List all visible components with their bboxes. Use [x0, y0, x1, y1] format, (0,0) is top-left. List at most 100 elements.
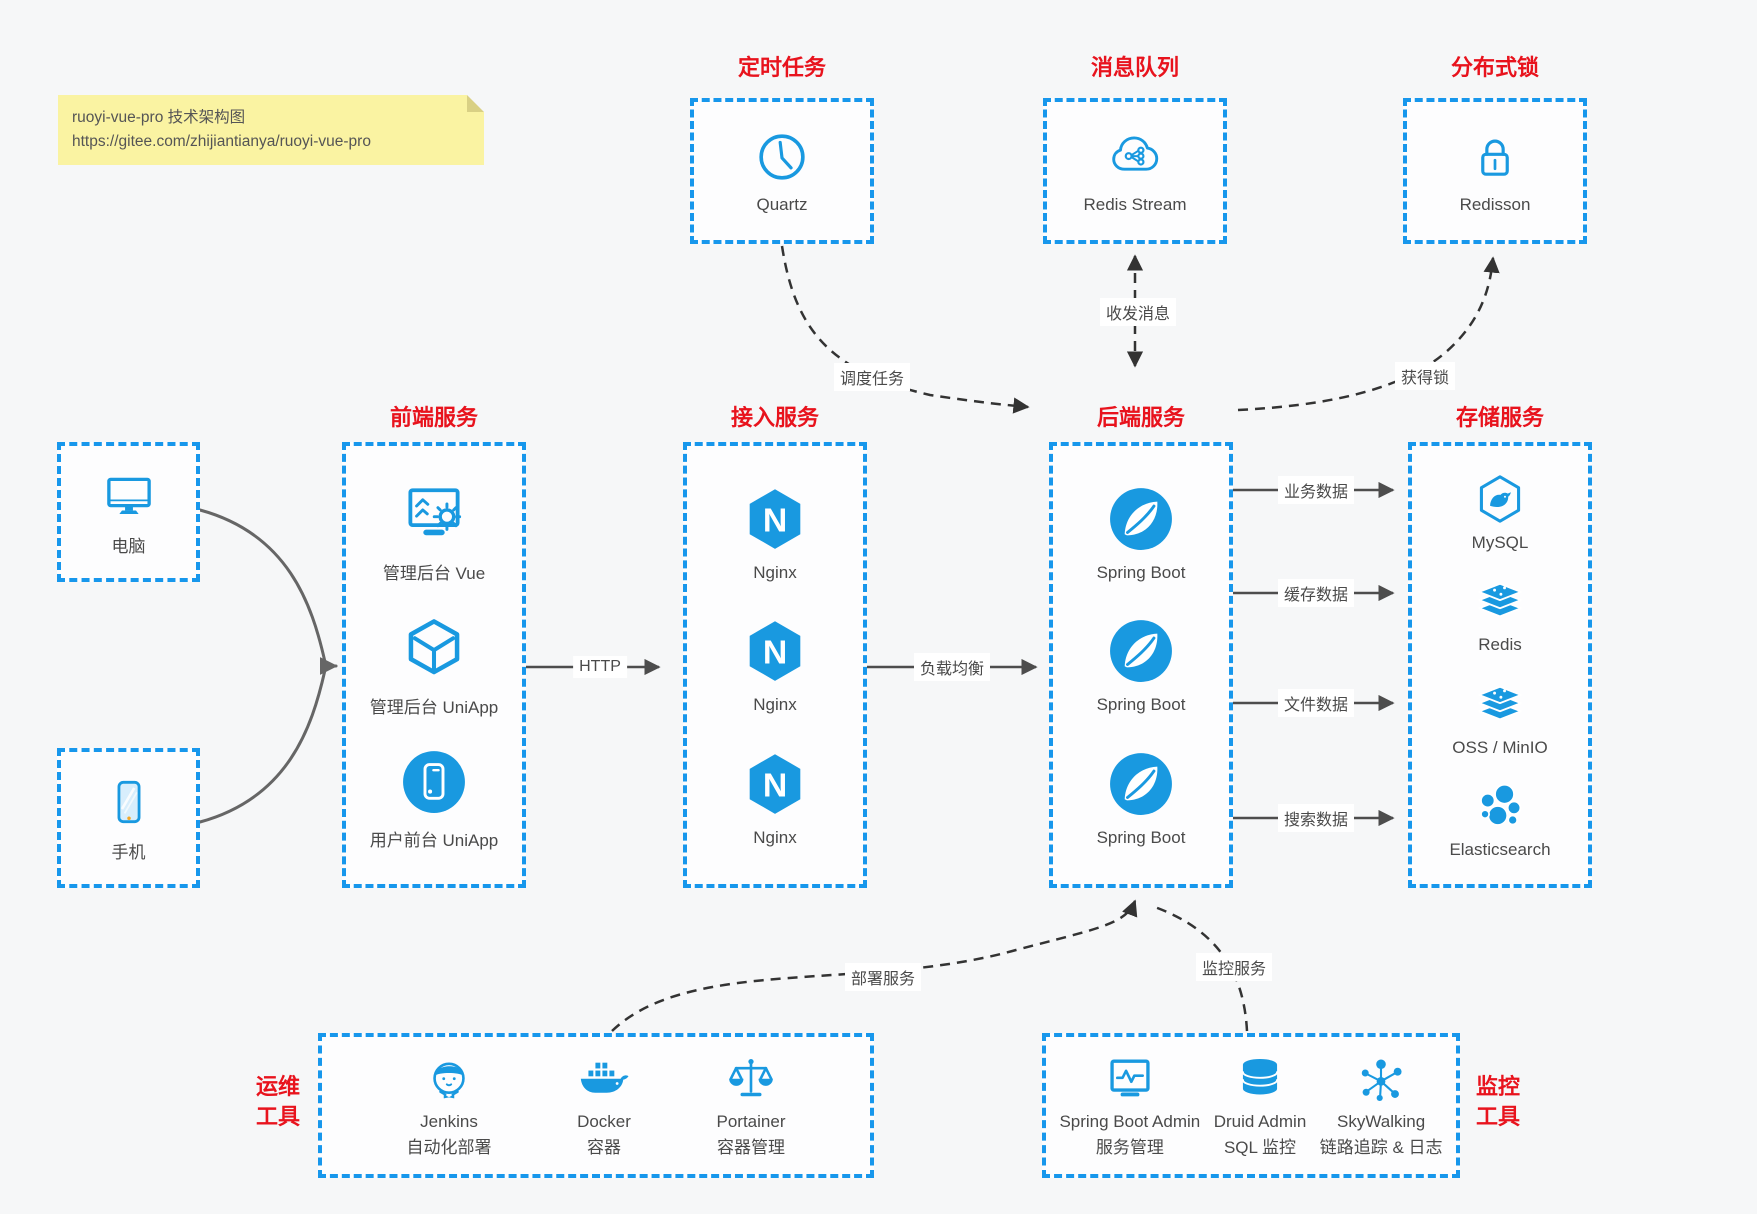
title-scheduled-tasks: 定时任务 — [737, 55, 826, 80]
node-sublabel: 服务管理 — [1095, 1137, 1164, 1157]
sticky-note: ruoyi-vue-pro 技术架构图 https://gitee.com/zh… — [58, 95, 484, 165]
node-label: Redis Stream — [1083, 194, 1187, 214]
edge-label-acquire-lock: 获得锁 — [1394, 362, 1456, 390]
nginx-node: N Nginx — [739, 615, 811, 715]
redis-stream-box: Redis Stream — [1043, 98, 1227, 244]
druid-icon — [1232, 1052, 1288, 1108]
node-label: Nginx — [753, 827, 797, 847]
note-title: ruoyi-vue-pro 技术架构图 — [72, 109, 246, 126]
node-label: Spring Boot — [1096, 562, 1186, 582]
spring-boot-admin-node: Spring Boot Admin 服务管理 — [1059, 1052, 1200, 1160]
edge-label-deploy-service: 部署服务 — [844, 963, 922, 991]
node-label: Nginx — [753, 695, 797, 714]
svg-text:N: N — [763, 766, 787, 804]
node-sublabel: 容器 — [587, 1137, 621, 1157]
node-label: Spring Boot — [1096, 827, 1186, 847]
node-label: MySQL — [1471, 532, 1529, 552]
node-sublabel: 容器管理 — [716, 1137, 785, 1157]
node-label: Druid Admin — [1213, 1111, 1307, 1131]
node-label: 管理后台 UniApp — [369, 697, 499, 717]
node-label: 用户前台 UniApp — [369, 831, 499, 851]
title-gateway-services: 接入服务 — [730, 405, 819, 430]
portainer-node: Portainer 容器管理 — [716, 1052, 786, 1160]
node-label: Portainer — [716, 1111, 786, 1131]
redis-node: Redis — [1471, 572, 1529, 655]
node-label: 电脑 — [111, 536, 146, 556]
nginx-node: N Nginx — [739, 748, 811, 848]
node-label: Elasticsearch — [1449, 840, 1551, 860]
edge-pc-to-frontend — [198, 508, 327, 664]
nginx-icon: N — [739, 615, 811, 687]
spring-boot-node: Spring Boot — [1096, 748, 1186, 848]
node-label: Jenkins — [420, 1111, 478, 1131]
phone-client-box: 手机 — [57, 748, 200, 888]
spring-boot-icon — [1105, 748, 1177, 820]
edge-label-send-receive-msg: 收发消息 — [1099, 298, 1177, 326]
skywalking-node: SkyWalking 链路追踪 & 日志 — [1320, 1052, 1443, 1160]
elasticsearch-node: Elasticsearch — [1449, 777, 1551, 860]
node-label: Redisson — [1459, 194, 1531, 214]
redis-icon — [1471, 572, 1529, 630]
backend-services-box: Spring Boot Spring Boot Spring Boot — [1049, 442, 1233, 888]
druid-node: Druid Admin SQL 监控 — [1213, 1052, 1307, 1160]
node-sublabel: 自动化部署 — [406, 1137, 492, 1157]
nginx-icon: N — [739, 483, 811, 555]
docker-node: Docker 容器 — [576, 1052, 632, 1160]
note-url: https://gitee.com/zhijiantianya/ruoyi-vu… — [72, 133, 371, 151]
edge-label-monitor-service: 监控服务 — [1195, 953, 1273, 981]
desktop-icon — [101, 468, 157, 524]
nginx-icon: N — [739, 748, 811, 820]
title-backend-services: 后端服务 — [1096, 405, 1185, 430]
node-sublabel: SQL 监控 — [1223, 1137, 1297, 1157]
redisson-box: Redisson — [1403, 98, 1587, 244]
ops-tools-label: 运维 工具 — [255, 1074, 300, 1129]
smartphone-icon — [101, 774, 157, 830]
spring-boot-node: Spring Boot — [1096, 615, 1186, 715]
edge-label-schedule-task: 调度任务 — [833, 363, 911, 391]
node-label: Nginx — [753, 562, 797, 582]
spring-boot-icon — [1105, 483, 1177, 555]
edge-phone-to-frontend — [198, 668, 327, 824]
edge-label-load-balance: 负载均衡 — [913, 653, 991, 681]
edge-label-http: HTTP — [573, 656, 627, 678]
title-frontend-services: 前端服务 — [389, 405, 478, 430]
edge-label-search-data: 搜索数据 — [1277, 804, 1355, 832]
nginx-node: N Nginx — [739, 483, 811, 583]
clock-icon — [753, 128, 811, 186]
skywalking-icon — [1353, 1052, 1409, 1108]
monitor-tools-label: 监控 工具 — [1475, 1074, 1520, 1129]
mysql-node: MySQL — [1471, 470, 1529, 553]
node-label: Spring Boot — [1096, 695, 1186, 714]
ops-tools-box: Jenkins 自动化部署 Docker 容器 — [318, 1033, 874, 1178]
node-label: 管理后台 Vue — [382, 563, 486, 583]
jenkins-icon — [421, 1052, 477, 1108]
jenkins-node: Jenkins 自动化部署 — [407, 1052, 492, 1160]
spring-boot-node: Spring Boot — [1096, 483, 1186, 583]
cloud-stream-icon — [1106, 128, 1164, 186]
spring-boot-icon — [1105, 615, 1177, 687]
svg-text:N: N — [763, 633, 787, 671]
user-uniapp-node: 用户前台 UniApp — [370, 746, 498, 851]
title-storage-services: 存储服务 — [1455, 405, 1544, 430]
lock-icon — [1466, 128, 1524, 186]
spring-boot-admin-icon — [1102, 1052, 1158, 1108]
pc-client-box: 电脑 — [57, 442, 200, 582]
docker-icon — [576, 1052, 632, 1108]
svg-text:N: N — [763, 501, 787, 539]
admin-vue-node: 管理后台 Vue — [383, 479, 485, 584]
node-label: Docker — [577, 1111, 631, 1131]
node-label: Quartz — [756, 194, 808, 214]
quartz-box: Quartz — [690, 98, 874, 244]
object-storage-node: OSS / MinIO — [1452, 675, 1548, 758]
node-sublabel: 链路追踪 & 日志 — [1319, 1137, 1443, 1157]
node-label: SkyWalking — [1337, 1111, 1426, 1131]
gateway-services-box: N Nginx N Nginx N Nginx — [683, 442, 867, 888]
monitor-tools-box: Spring Boot Admin 服务管理 Druid Admin SQL 监… — [1042, 1033, 1460, 1178]
node-label: Spring Boot Admin — [1059, 1111, 1201, 1131]
node-label: Redis — [1478, 635, 1522, 655]
edge-label-file-data: 文件数据 — [1277, 689, 1355, 717]
mobile-app-icon — [398, 746, 470, 818]
storage-services-box: MySQL Redis — [1408, 442, 1592, 888]
title-distributed-lock: 分布式锁 — [1450, 55, 1539, 80]
